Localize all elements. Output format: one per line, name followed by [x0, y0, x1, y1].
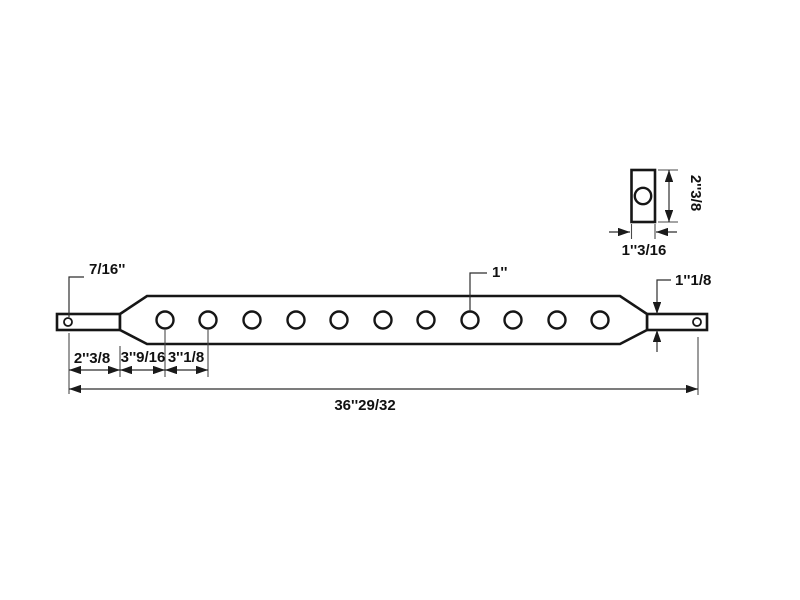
drawbar-hole	[503, 310, 523, 330]
drawbar-hole	[547, 310, 567, 330]
drawbar-hole	[590, 310, 610, 330]
bottom-dimensions: 2''3/8 3''9/16 3''1/8 36''29/32	[68, 330, 699, 414]
drawbar-hole	[198, 310, 218, 330]
drawbar-hole	[286, 310, 306, 330]
drawbar-hole	[416, 310, 436, 330]
section-height-dimension: 2''3/8	[658, 169, 704, 223]
section-view: 2''3/8 1''3/16	[609, 168, 704, 259]
holes-group	[155, 310, 610, 330]
drawbar-hole	[460, 310, 480, 330]
section-hole	[633, 186, 653, 206]
leader-line	[469, 272, 487, 311]
right-tab-pin-hole	[692, 317, 702, 327]
main-hole-callout: 1''	[469, 264, 507, 311]
leader-arrow-down	[652, 279, 671, 314]
dim-label-left-segment: 2''3/8	[74, 350, 110, 367]
dim-label-end-tab-height: 1''1/8	[675, 272, 711, 289]
left-tab-pin-hole	[63, 317, 73, 327]
drawbar-hole	[373, 310, 393, 330]
dim-label-overall-length: 36''29/32	[334, 397, 395, 414]
drawbar-hole	[329, 310, 349, 330]
section-width-dimension: 1''3/16	[609, 224, 677, 259]
left-pin-hole-callout: 7/16''	[68, 261, 125, 317]
end-tab-height-dimension: 1''1/8	[652, 272, 711, 352]
main-view	[55, 294, 709, 346]
drawbar-hole	[155, 310, 175, 330]
dim-label-third-segment: 3''1/8	[168, 349, 204, 366]
dim-label-section-height: 2''3/8	[687, 175, 704, 211]
dim-label-second-segment: 3''9/16	[121, 349, 166, 366]
dim-label-section-width: 1''3/16	[622, 242, 667, 259]
drawbar-hole	[242, 310, 262, 330]
leader-line	[68, 276, 84, 317]
dim-label-main-hole: 1''	[492, 264, 507, 281]
dim-label-left-pin-hole: 7/16''	[89, 261, 125, 278]
